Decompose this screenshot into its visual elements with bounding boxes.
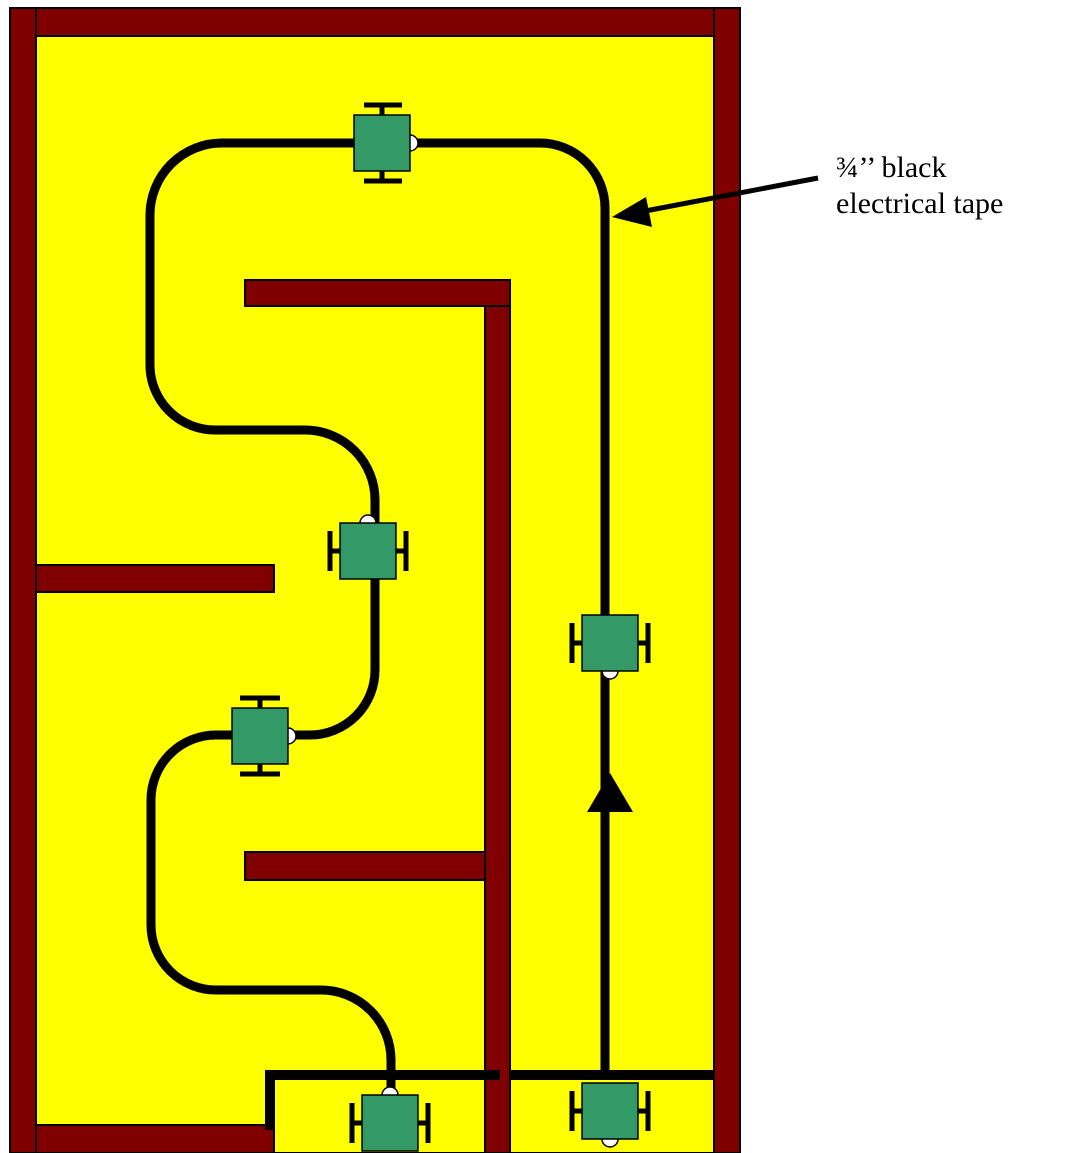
callout-arrowhead: [612, 197, 652, 227]
tape-start-bracket: [265, 1070, 500, 1130]
robot-body: [353, 114, 411, 172]
robot-mid-lower: [231, 695, 297, 777]
robot-body: [339, 522, 397, 580]
robot-top: [353, 102, 419, 184]
wall-top: [9, 7, 741, 37]
callout-line-1: ¾’’ black: [836, 151, 947, 184]
wall-lower-bar: [244, 851, 486, 881]
robot-body: [581, 614, 639, 672]
robot-bottom-left: [349, 1086, 431, 1152]
tape-path-winding: [145, 138, 610, 1090]
wall-bottom-left: [35, 1124, 275, 1153]
direction-arrow: [587, 773, 633, 812]
robot-bottom-right: [569, 1082, 651, 1148]
robot-body: [361, 1094, 419, 1152]
robot-right-lane: [569, 614, 651, 680]
callout-line-2: electrical tape: [836, 187, 1004, 220]
wall-upper-bar: [244, 279, 511, 307]
wall-left: [9, 7, 37, 1153]
robot-mid-upper: [327, 514, 409, 580]
robot-body: [581, 1082, 639, 1140]
wall-left-stub: [35, 564, 275, 593]
tape-callout-label: ¾’’ black electrical tape: [836, 150, 1003, 222]
wall-divider-vertical: [484, 279, 511, 1153]
callout-arrow-line: [639, 175, 819, 215]
robot-body: [231, 707, 289, 765]
wall-right: [713, 7, 741, 1153]
